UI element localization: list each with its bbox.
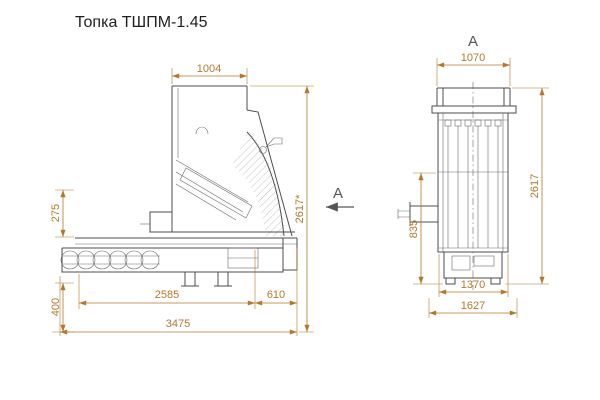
support-leg — [184, 271, 196, 287]
front-view-dimensions: А 1070 835 2617 1370 1627 — [408, 33, 549, 318]
foot — [445, 277, 456, 285]
view-direction-label: А — [333, 185, 343, 202]
tube-panel — [444, 119, 502, 248]
dim-side-rear-length: 610 — [267, 289, 285, 301]
dim-side-base-height: 400 — [50, 298, 62, 316]
dim-front-base-width: 1370 — [461, 279, 485, 291]
refractory-hatch — [232, 130, 286, 236]
dim-side-overall-length: 3475 — [166, 318, 190, 330]
dim-front-top-width: 1070 — [461, 52, 485, 64]
dim-side-conveyor-length: 2585 — [155, 289, 179, 301]
side-pipe — [397, 202, 439, 226]
dim-front-side-height: 835 — [408, 220, 420, 238]
front-view-label: А — [468, 33, 478, 50]
drive-box — [149, 211, 173, 233]
screw-conveyor — [60, 250, 160, 270]
front-view-drawing — [397, 82, 517, 290]
support-leg — [217, 271, 229, 287]
dim-side-feed-height: 275 — [50, 204, 62, 222]
side-view-dimensions: 1004 2617* 275 400 2585 610 3475 — [50, 63, 314, 336]
side-view-drawing — [60, 85, 298, 287]
hopper-detail-arc — [195, 126, 209, 135]
dim-front-overall-height: 2617 — [529, 174, 541, 198]
dim-front-overall-width: 1627 — [461, 300, 485, 312]
dim-side-top-width: 1004 — [197, 63, 221, 75]
drawing-title: Топка ТШПМ-1.45 — [75, 14, 208, 31]
view-direction-arrow: А — [326, 185, 354, 212]
foot — [490, 277, 501, 285]
fitting-detail — [259, 146, 267, 154]
dim-side-overall-height: 2617* — [294, 194, 306, 223]
